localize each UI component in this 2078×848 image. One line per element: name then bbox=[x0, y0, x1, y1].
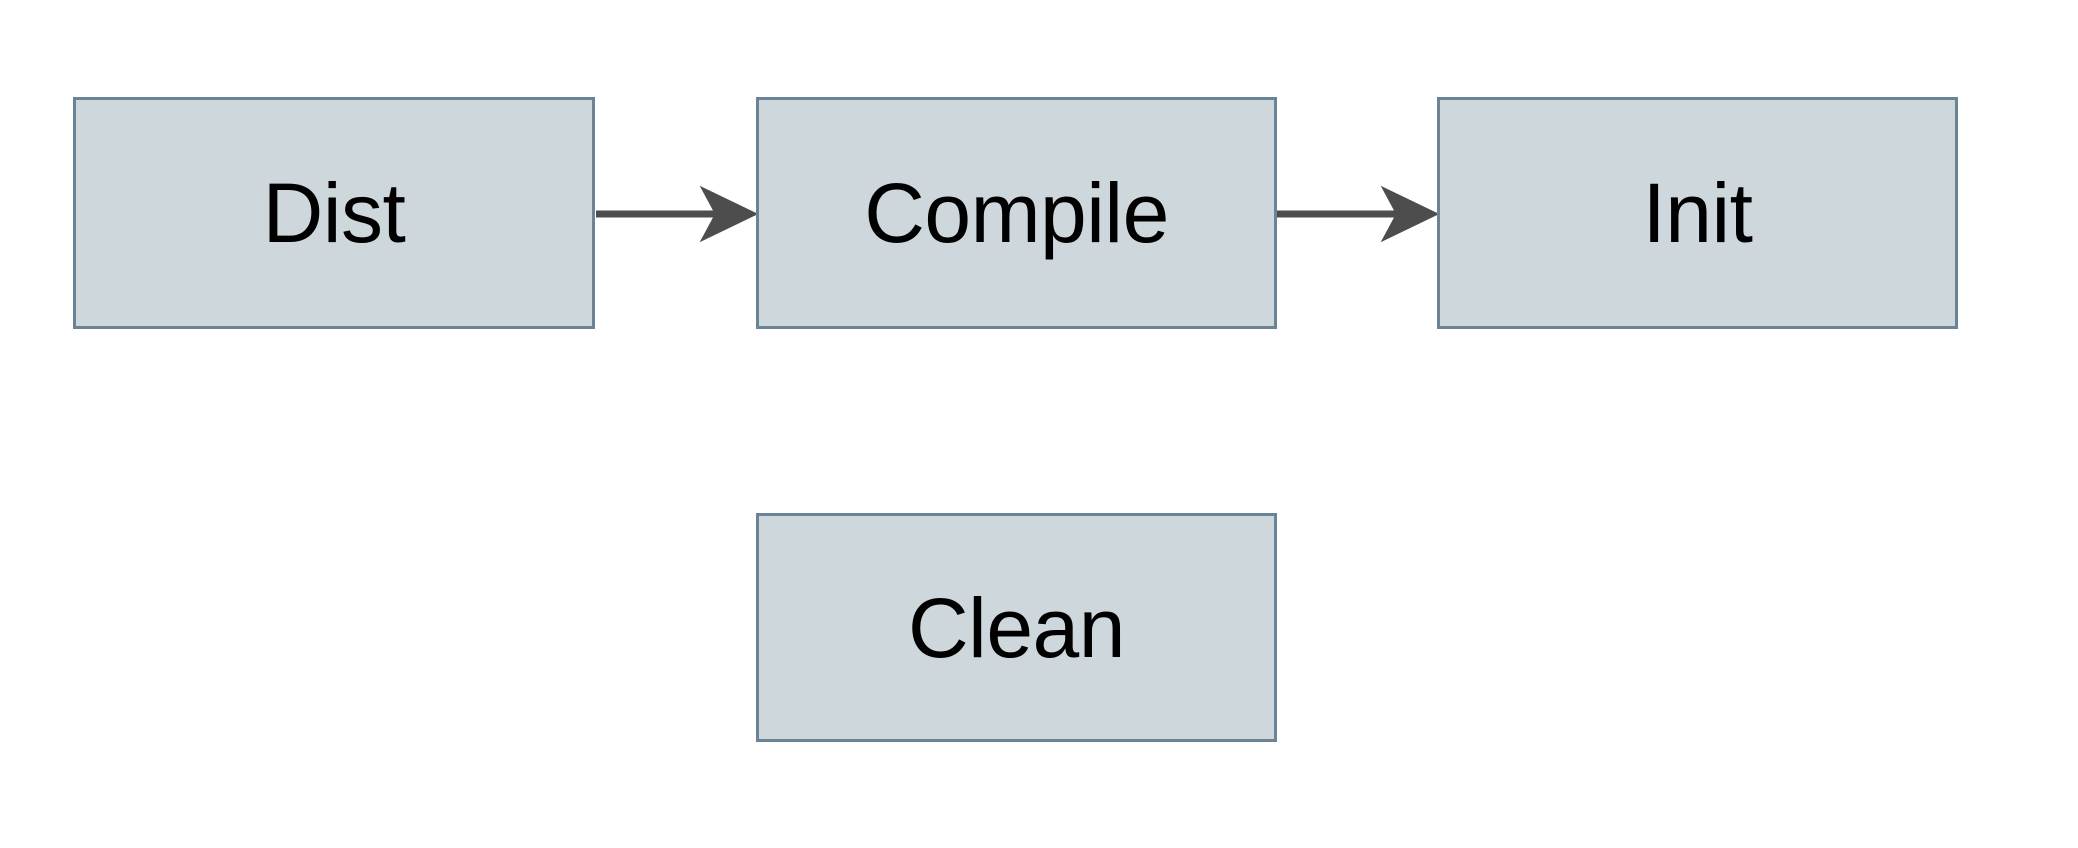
node-init[interactable]: Init bbox=[1437, 97, 1958, 329]
node-label: Dist bbox=[262, 166, 406, 260]
edge-compile-to-init[interactable] bbox=[1277, 185, 1440, 243]
node-label: Clean bbox=[908, 580, 1125, 675]
node-label: Compile bbox=[864, 166, 1169, 260]
edge-dist-to-compile[interactable] bbox=[596, 185, 759, 243]
node-label: Init bbox=[1642, 166, 1753, 260]
node-dist[interactable]: Dist bbox=[73, 97, 595, 329]
node-compile[interactable]: Compile bbox=[756, 97, 1277, 329]
arrowhead-icon bbox=[1380, 185, 1440, 243]
node-clean[interactable]: Clean bbox=[756, 513, 1277, 742]
arrowhead-icon bbox=[699, 185, 759, 243]
